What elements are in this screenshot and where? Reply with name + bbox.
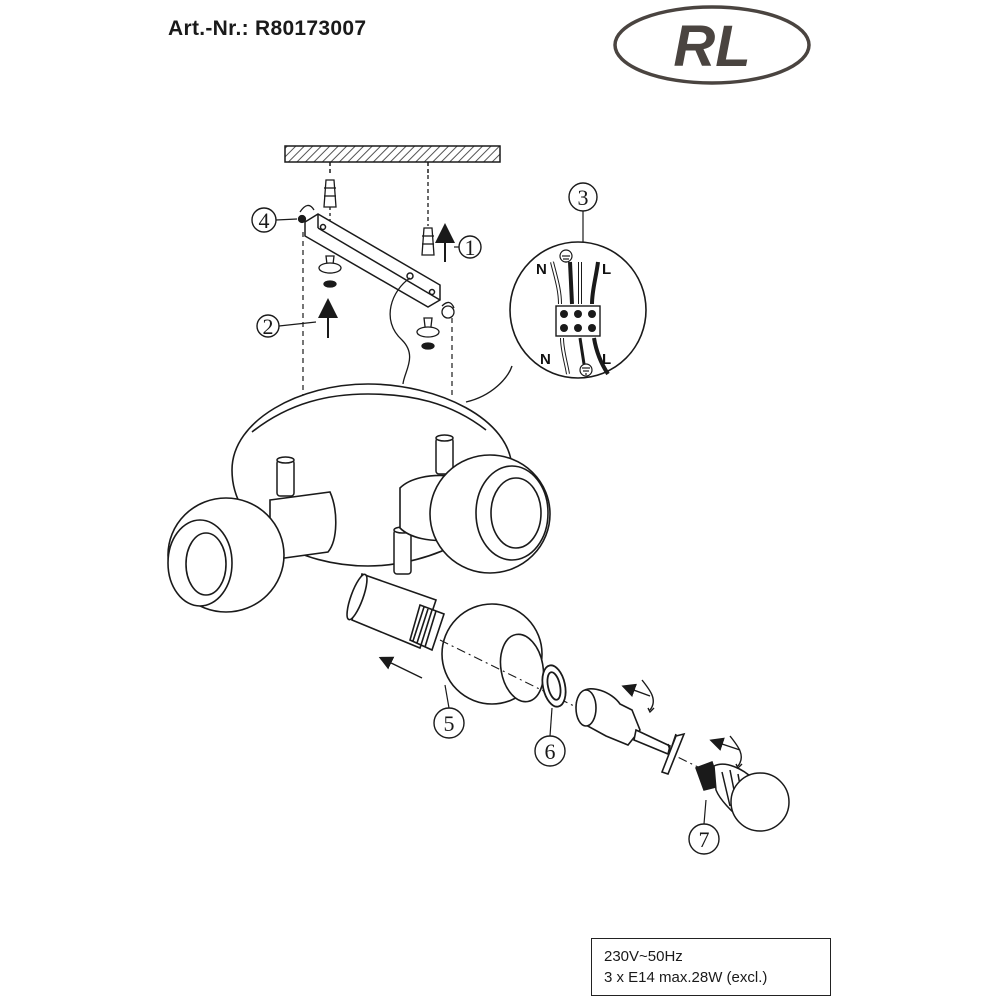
callout-2-number: 2 — [263, 314, 274, 339]
callout-5: 5 — [433, 684, 465, 739]
callout-4: 4 — [251, 207, 298, 233]
callout-4-number: 4 — [259, 208, 270, 233]
callout-3: 3 — [568, 182, 598, 242]
callout-5-number: 5 — [444, 711, 455, 736]
spec-bulbs: 3 x E14 max.28W (excl.) — [604, 969, 768, 986]
logo-lettering: RL — [673, 14, 750, 79]
callout-2: 2 — [256, 314, 317, 339]
supply-cable — [389, 277, 411, 385]
lamp-holder — [575, 688, 686, 775]
spot-stem-back — [435, 434, 454, 475]
wire-label-live-in: L — [602, 261, 611, 278]
spot-stem-left — [276, 456, 295, 497]
callout-7: 7 — [688, 799, 720, 855]
brand-logo: RL — [613, 5, 811, 85]
spot-sleeve — [346, 572, 446, 652]
callout-6-number: 6 — [545, 739, 556, 764]
callout-1: 1 — [454, 235, 482, 260]
article-number: Art.-Nr.: R80173007 — [168, 17, 367, 40]
retaining-ring — [541, 664, 567, 708]
wire-label-neutral-in: N — [536, 261, 547, 278]
callout-1-number: 1 — [465, 235, 476, 260]
spot-right — [399, 454, 551, 574]
rotate-arrow-holder — [621, 679, 655, 714]
callout-7-number: 7 — [699, 827, 710, 852]
callout-3-number: 3 — [578, 185, 589, 210]
wire-label-neutral-out: N — [540, 351, 551, 368]
light-bulb — [695, 761, 790, 832]
wall-plug-left — [323, 179, 337, 222]
mounting-bracket — [304, 213, 441, 308]
spec-voltage: 230V~50Hz — [604, 948, 683, 965]
wire-label-live-out: L — [602, 351, 611, 368]
wall-plug-right — [421, 175, 435, 256]
spot-left — [167, 491, 337, 613]
spot-shade — [441, 603, 545, 705]
rotate-arrow-bulb — [709, 735, 743, 770]
mounting-screw-right — [416, 317, 440, 350]
wiring-detail: N L N L — [465, 241, 647, 403]
mounting-screw-left — [318, 255, 342, 288]
electrical-specifications: 230V~50Hz 3 x E14 max.28W (excl.) — [591, 938, 831, 996]
callout-6: 6 — [534, 707, 566, 767]
ceiling — [284, 145, 501, 176]
fixing-screw — [297, 204, 455, 319]
